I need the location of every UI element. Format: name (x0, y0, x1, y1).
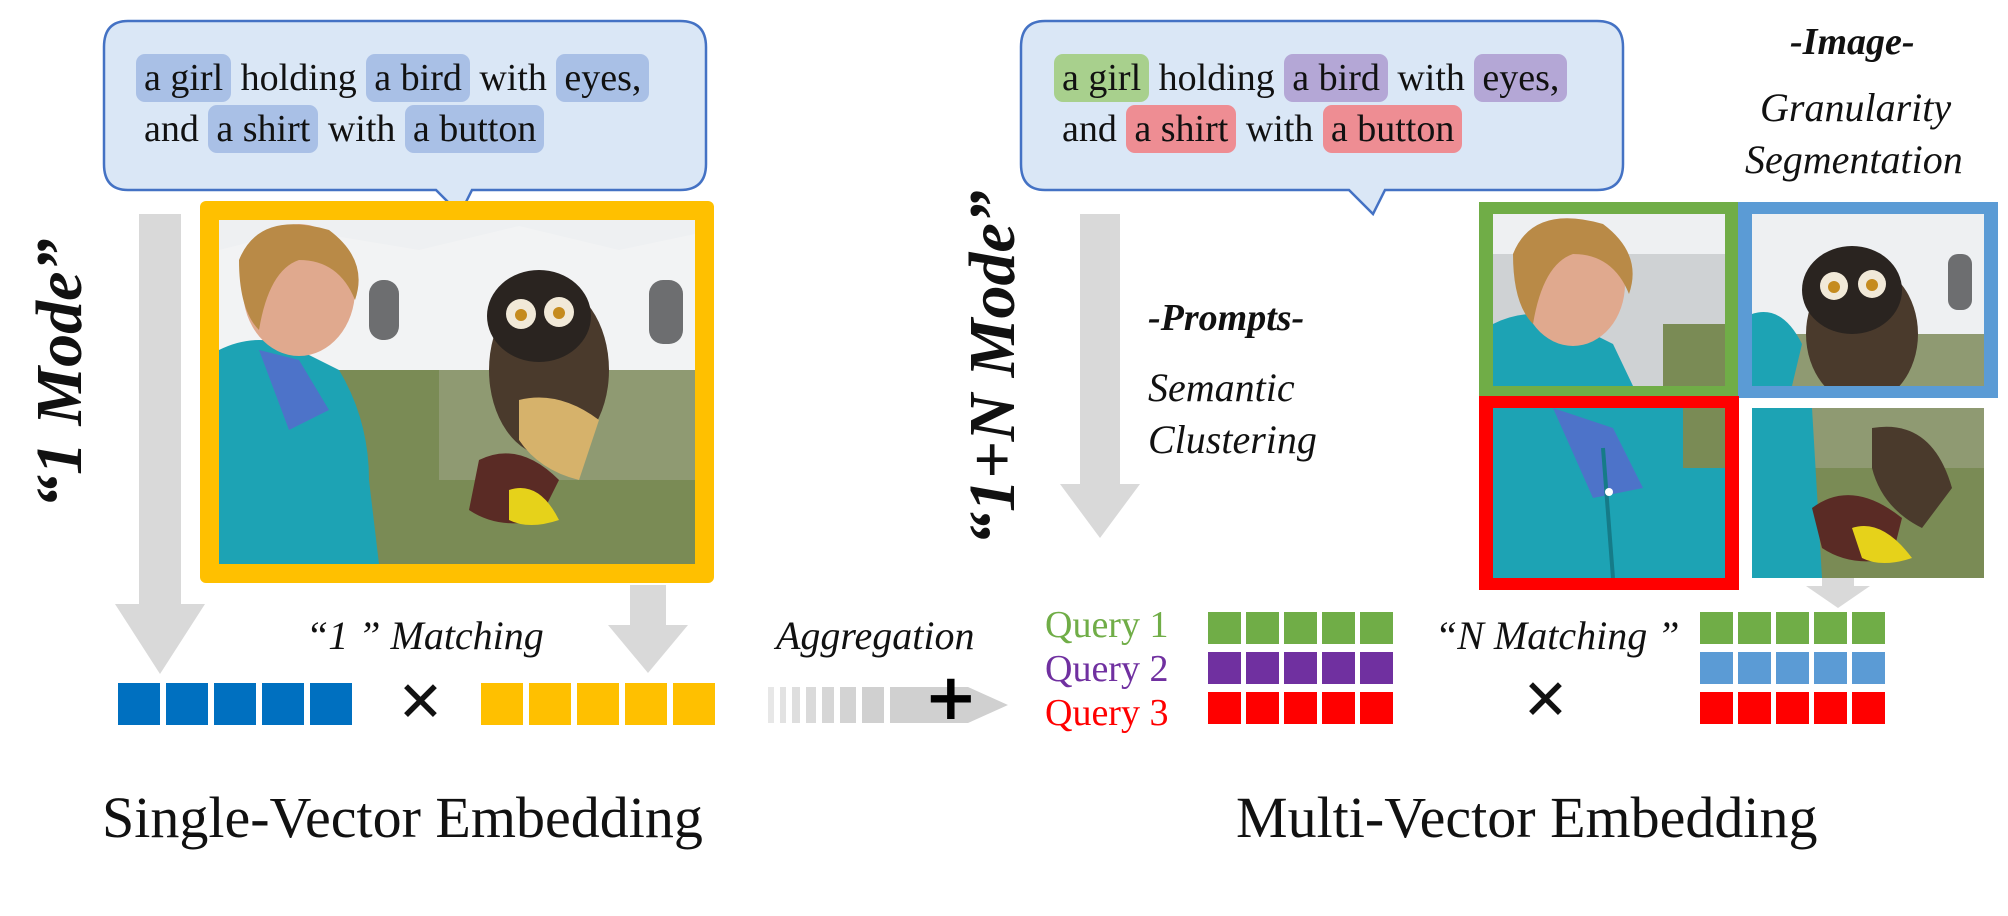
q1-cell (1322, 612, 1355, 644)
text-vector-cell (262, 683, 304, 725)
img-red-cell (1814, 692, 1847, 724)
chip-a-girl: a girl (136, 54, 231, 102)
q1-cell (1246, 612, 1279, 644)
image-title: -Image- (1790, 20, 1915, 64)
image-subtitle-2: Segmentation (1745, 136, 1963, 183)
img-blue-cell (1814, 652, 1847, 684)
chip-a-bird-purple: a bird (1284, 54, 1388, 102)
image-tiles-down-arrow (1806, 578, 1870, 608)
q1-cell (1208, 612, 1241, 644)
q3-cell (1322, 692, 1355, 724)
word-with-2: with (318, 108, 405, 150)
right-mode-label: “1+N Mode” (955, 190, 1031, 545)
prompts-subtitle-1: Semantic (1148, 364, 1295, 411)
left-bubble-line-2: and a shirt with a button (144, 103, 544, 155)
left-multiply-icon: ✕ (397, 675, 444, 731)
image-vector-cell (529, 683, 571, 725)
aggregation-plus-icon: + (924, 666, 978, 730)
q3-cell (1284, 692, 1317, 724)
text-vector-cell (310, 683, 352, 725)
img-red-cell (1700, 692, 1733, 724)
tile-owl (1752, 214, 1984, 386)
right-matching-label: “N Matching ” (1435, 612, 1679, 659)
img-green-cell (1852, 612, 1885, 644)
img-red-cell (1776, 692, 1809, 724)
query-3-label: Query 3 (1045, 692, 1168, 734)
q3-cell (1208, 692, 1241, 724)
word-with: with (470, 57, 557, 99)
prompts-title: -Prompts- (1148, 296, 1304, 340)
img-red-cell (1738, 692, 1771, 724)
q3-cell (1246, 692, 1279, 724)
word-with-2: with (1236, 108, 1323, 150)
word-with: with (1388, 57, 1475, 99)
img-green-cell (1738, 612, 1771, 644)
right-caption: Multi-Vector Embedding (1236, 784, 1818, 851)
tile-hand (1752, 408, 1984, 578)
tile-girl-face (1493, 214, 1725, 386)
left-matching-label: “1 ” Matching (306, 612, 544, 659)
img-blue-cell (1738, 652, 1771, 684)
img-blue-cell (1700, 652, 1733, 684)
query-1-label: Query 1 (1045, 604, 1168, 646)
img-blue-cell (1776, 652, 1809, 684)
image-vector-cell (577, 683, 619, 725)
q2-cell (1360, 652, 1393, 684)
q2-cell (1246, 652, 1279, 684)
q1-cell (1284, 612, 1317, 644)
img-green-cell (1700, 612, 1733, 644)
prompts-subtitle-2: Clustering (1148, 416, 1317, 463)
q2-cell (1284, 652, 1317, 684)
chip-a-bird: a bird (366, 54, 470, 102)
left-image-down-arrow (608, 585, 688, 673)
word-and: and (144, 108, 208, 150)
chip-a-button-red: a button (1323, 105, 1462, 153)
image-vector-cell (673, 683, 715, 725)
tile-shirt (1493, 408, 1725, 578)
chip-eyes: eyes, (556, 54, 649, 102)
q2-cell (1322, 652, 1355, 684)
left-down-arrow (115, 214, 205, 674)
q2-cell (1208, 652, 1241, 684)
img-green-cell (1776, 612, 1809, 644)
image-vector-cell (481, 683, 523, 725)
prompt-down-arrow (1060, 214, 1140, 538)
text-vector-cell (214, 683, 256, 725)
aggregation-label: Aggregation (776, 612, 975, 659)
left-mode-label: “1 Mode” (22, 239, 98, 508)
left-bubble-line-1: a girl holding a bird with eyes, (136, 52, 649, 104)
chip-eyes-purple: eyes, (1474, 54, 1567, 102)
image-vector-cell (625, 683, 667, 725)
img-green-cell (1814, 612, 1847, 644)
img-blue-cell (1852, 652, 1885, 684)
chip-a-shirt-red: a shirt (1126, 105, 1236, 153)
chip-a-button: a button (405, 105, 544, 153)
text-vector-cell (118, 683, 160, 725)
left-caption: Single-Vector Embedding (102, 784, 703, 851)
text-vector-cell (166, 683, 208, 725)
q3-cell (1360, 692, 1393, 724)
chip-a-girl-green: a girl (1054, 54, 1149, 102)
right-multiply-icon: ✕ (1522, 673, 1569, 729)
word-holding: holding (1149, 57, 1284, 99)
q1-cell (1360, 612, 1393, 644)
right-bubble-line-1: a girl holding a bird with eyes, (1054, 52, 1567, 104)
word-holding: holding (231, 57, 366, 99)
word-and: and (1062, 108, 1126, 150)
right-bubble-line-2: and a shirt with a button (1062, 103, 1462, 155)
query-2-label: Query 2 (1045, 648, 1168, 690)
girl-owl-photo (219, 220, 695, 564)
image-subtitle-1: Granularity (1760, 84, 1951, 131)
chip-a-shirt: a shirt (208, 105, 318, 153)
img-red-cell (1852, 692, 1885, 724)
